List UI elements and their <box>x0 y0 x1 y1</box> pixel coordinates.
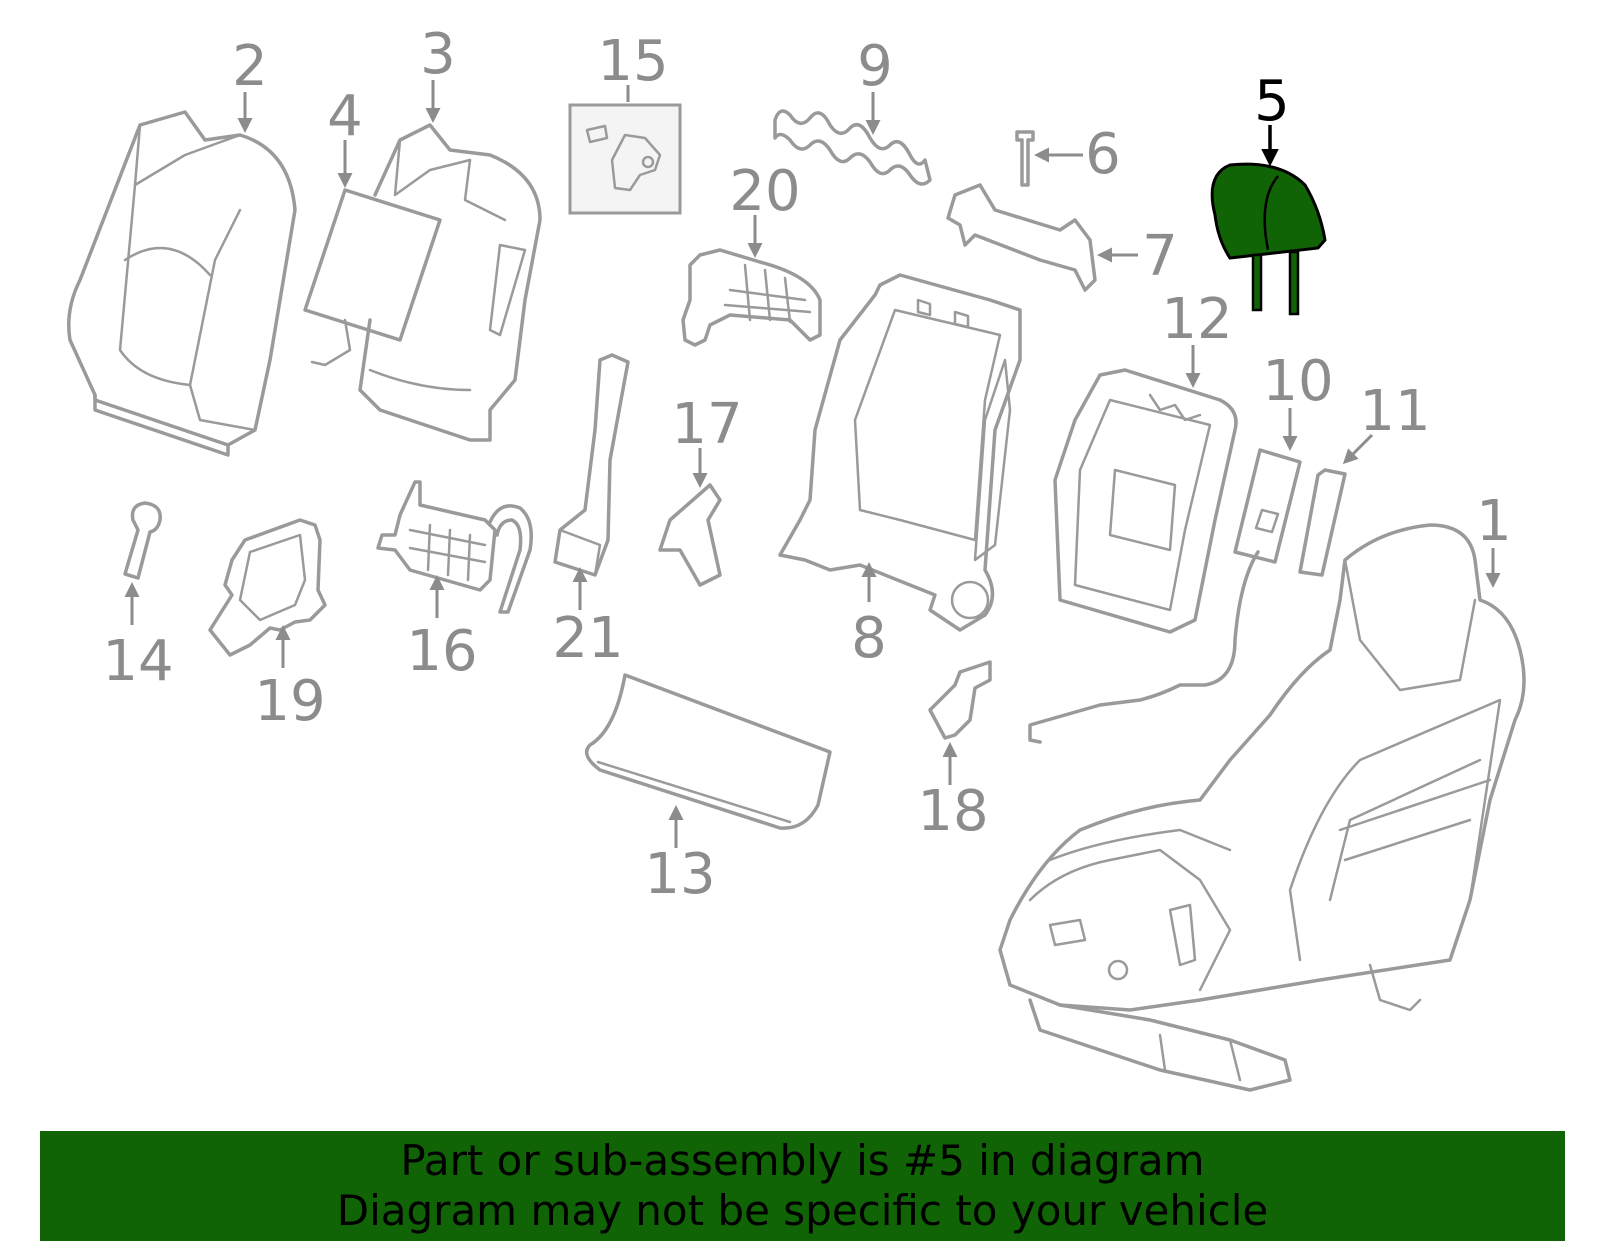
banner-line-disclaimer: Diagram may not be specific to your vehi… <box>336 1186 1269 1235</box>
part-13-panel <box>584 673 832 830</box>
part-21-trim <box>553 353 630 577</box>
part-3-seat-back-pad <box>358 123 542 442</box>
part-2-seat-back-cover <box>67 110 297 457</box>
callout-12: 12 <box>1161 287 1232 352</box>
callout-15: 15 <box>597 29 668 94</box>
callout-4: 4 <box>327 84 363 149</box>
part-10-module <box>1028 448 1302 744</box>
callout-2: 2 <box>232 34 268 99</box>
part-17-cover <box>658 483 722 587</box>
banner-line-part-number: Part or sub-assembly is #5 in diagram <box>400 1136 1205 1185</box>
callout-19: 19 <box>254 669 325 734</box>
part-14-clip <box>123 501 162 580</box>
part-18-cover <box>928 660 992 740</box>
part-5-headrest <box>1210 162 1327 316</box>
callout-20: 20 <box>729 159 800 224</box>
callout-6: 6 <box>1085 122 1121 187</box>
callout-17: 17 <box>671 392 742 457</box>
part-6-bolt <box>1015 130 1035 187</box>
part-11-pad <box>1298 468 1347 577</box>
callout-7: 7 <box>1142 224 1178 289</box>
part-19-cover <box>208 518 327 657</box>
callout-18: 18 <box>917 779 988 844</box>
callout-5: 5 <box>1254 69 1290 134</box>
info-banner: Part or sub-assembly is #5 in diagram Di… <box>40 1131 1565 1241</box>
part-9-spring <box>773 109 932 186</box>
part-7-bracket <box>946 183 1097 292</box>
callout-1: 1 <box>1476 489 1512 554</box>
part-16-adjuster <box>376 480 533 614</box>
part-4-pad <box>303 188 442 367</box>
callout-3: 3 <box>420 22 456 87</box>
callout-13: 13 <box>644 842 715 907</box>
part-20-lumbar-module <box>681 248 822 347</box>
callout-10: 10 <box>1262 349 1333 414</box>
callout-21: 21 <box>552 606 623 671</box>
part-1-complete-seat <box>998 523 1526 1092</box>
part-8-seat-back-frame <box>778 273 1022 632</box>
callout-8: 8 <box>851 606 887 671</box>
callout-11: 11 <box>1359 379 1430 444</box>
callout-9: 9 <box>857 34 893 99</box>
callout-leaders <box>124 80 1501 848</box>
part-12-seat-back-panel <box>1053 368 1238 634</box>
callout-16: 16 <box>406 619 477 684</box>
callout-14: 14 <box>102 629 173 694</box>
part-15-bracket <box>568 103 682 215</box>
callout-numbers: 2 3 4 15 9 5 6 20 7 12 10 11 17 1 8 21 1… <box>102 22 1511 907</box>
